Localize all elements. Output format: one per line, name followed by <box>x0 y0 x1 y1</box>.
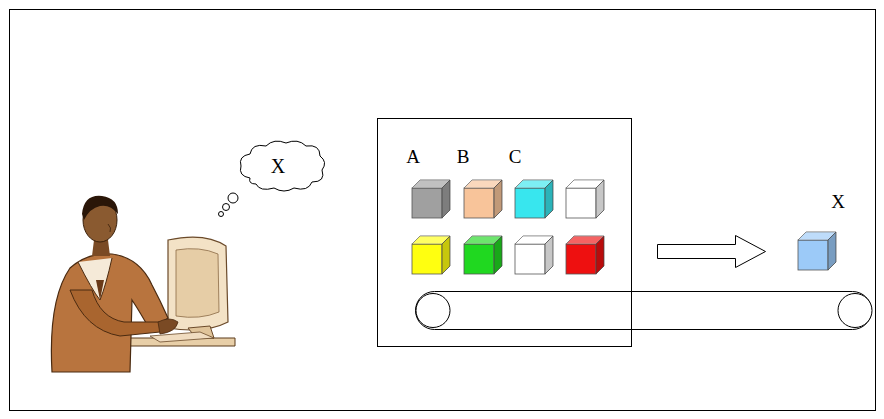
thought-bubble: X <box>236 138 328 194</box>
cube-letter: C <box>509 147 522 168</box>
thought-text: X <box>271 155 285 177</box>
person-illustration <box>51 196 235 372</box>
cube-letter: A <box>406 147 420 168</box>
cube-letter: B <box>457 147 470 168</box>
output-letter: X <box>831 192 845 213</box>
